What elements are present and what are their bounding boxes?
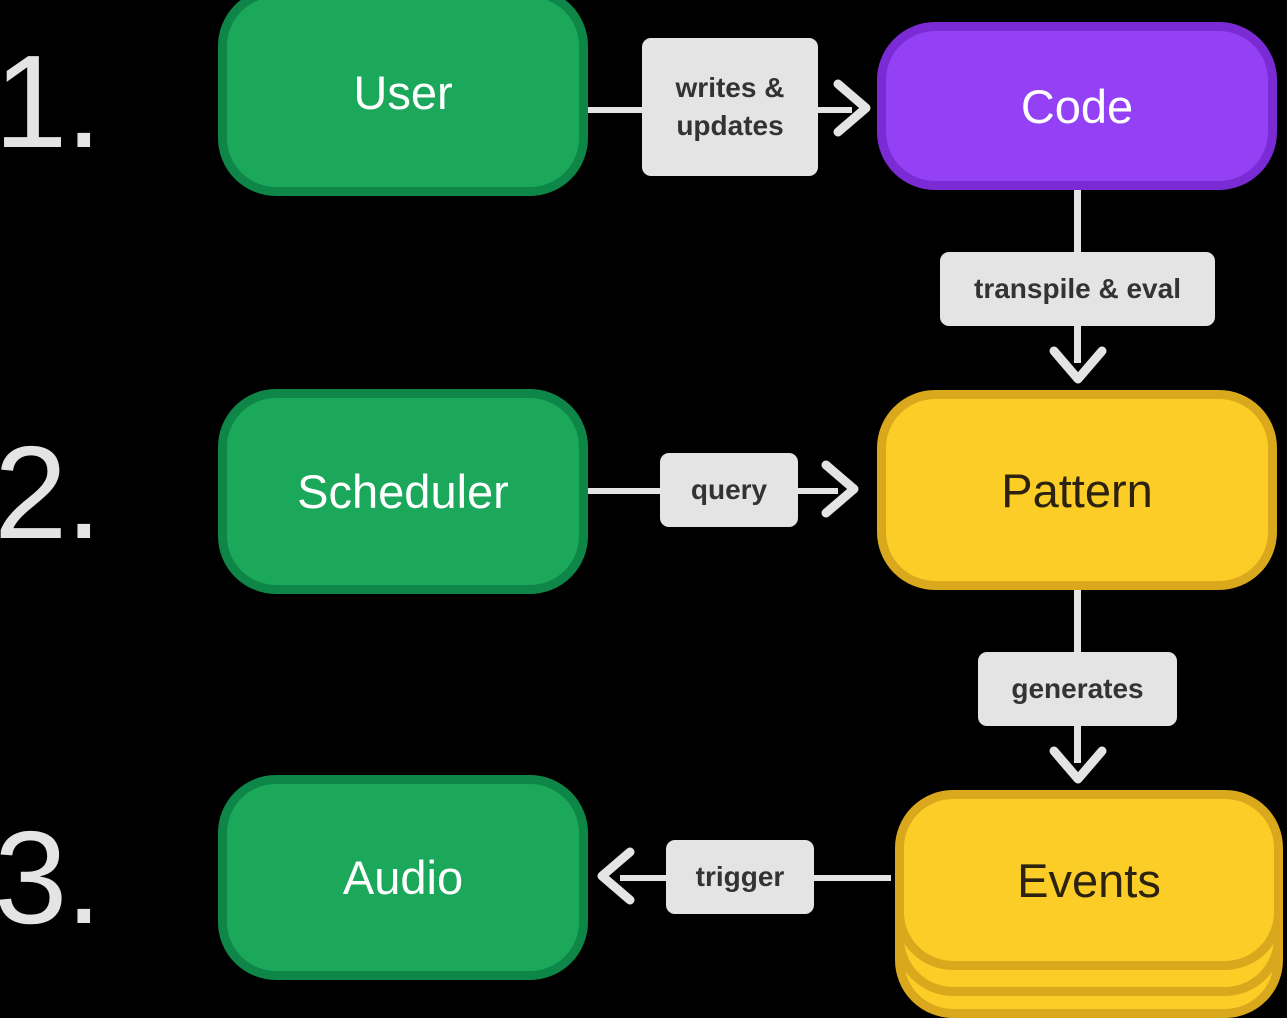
edge-label-trigger: trigger <box>666 840 814 914</box>
node-pattern-label: Pattern <box>1001 463 1153 517</box>
arrowhead-down-code-pattern <box>1049 346 1107 384</box>
connector-user-code-right <box>816 107 852 113</box>
step-number-2: 2. <box>0 419 102 566</box>
connector-code-pattern-top <box>1074 190 1081 255</box>
node-events[interactable]: Events <box>895 790 1283 970</box>
arrowhead-left-events-audio <box>597 847 635 905</box>
connector-pattern-events-top <box>1074 590 1081 653</box>
node-user[interactable]: User <box>218 0 588 196</box>
connector-events-audio-left <box>620 875 666 881</box>
node-scheduler-label: Scheduler <box>297 465 509 518</box>
connector-user-code-left <box>588 107 644 113</box>
arrowhead-right-user-code <box>833 79 871 137</box>
node-code[interactable]: Code <box>877 22 1277 190</box>
edge-label-writes-updates: writes & updates <box>642 38 818 176</box>
connector-code-pattern-bottom <box>1074 325 1081 363</box>
edge-label-query: query <box>660 453 798 527</box>
node-audio-label: Audio <box>342 851 464 904</box>
node-events-label: Events <box>1017 853 1161 907</box>
node-scheduler[interactable]: Scheduler <box>218 389 588 594</box>
connector-scheduler-pattern-left <box>588 488 662 494</box>
step-number-3: 3. <box>0 804 102 951</box>
node-user-label: User <box>353 65 453 119</box>
connector-pattern-events-bottom <box>1074 725 1081 763</box>
edge-label-generates: generates <box>978 652 1177 726</box>
edge-label-transpile-eval: transpile & eval <box>940 252 1215 326</box>
step-number-1: 1. <box>0 28 102 175</box>
arrowhead-right-scheduler-pattern <box>821 460 859 518</box>
node-pattern[interactable]: Pattern <box>877 390 1277 590</box>
connector-scheduler-pattern-right <box>798 488 838 494</box>
node-code-label: Code <box>1020 79 1134 133</box>
arrowhead-down-pattern-events <box>1049 746 1107 784</box>
connector-events-audio-right <box>813 875 891 881</box>
node-audio[interactable]: Audio <box>218 775 588 980</box>
